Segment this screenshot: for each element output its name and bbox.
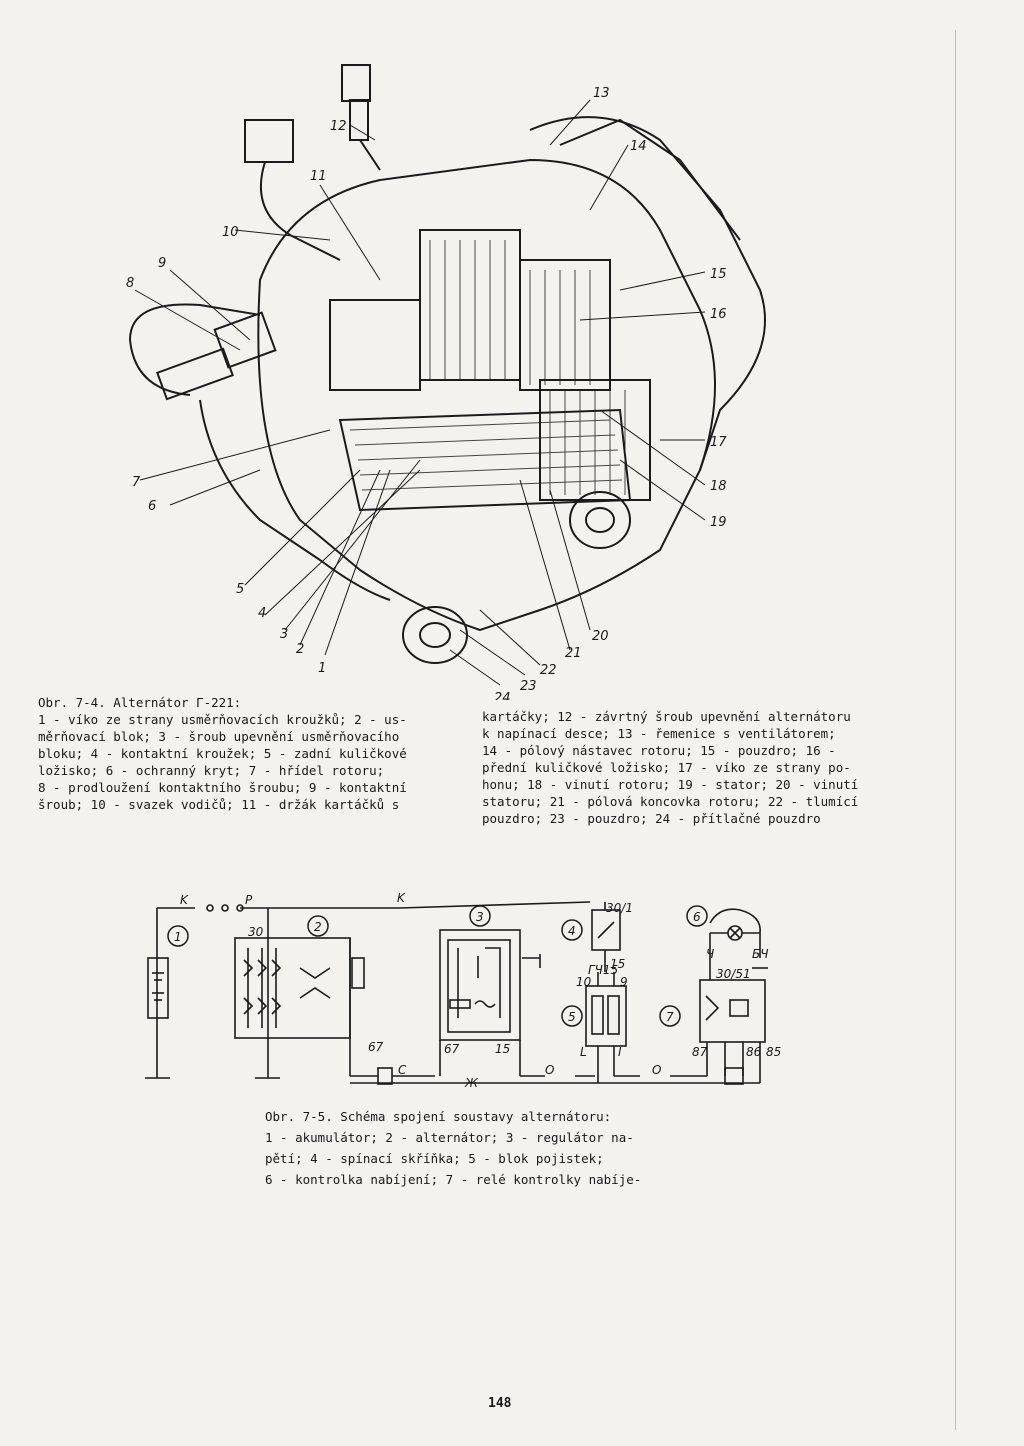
wire-label-c: C xyxy=(398,1063,407,1077)
circle-label-5: 5 xyxy=(568,1010,576,1024)
caption-line: 8 - prodloužení kontaktního šroubu; 9 - … xyxy=(38,780,407,795)
wiring-diagram: 1 2 3 4 5 7 6 K P K C Ж O O Ч БЧ 30 30/1… xyxy=(145,891,781,1088)
terminal-85: 85 xyxy=(766,1045,781,1059)
caption-line: 1 - víko ze strany usměrňovacích kroužků… xyxy=(38,712,407,727)
circle-label-4: 4 xyxy=(568,924,576,938)
caption-line: 6 - kontrolka nabíjení; 7 - relé kontrol… xyxy=(265,1172,642,1187)
label-12: 12 xyxy=(330,119,347,134)
circle-label-7: 7 xyxy=(666,1010,674,1024)
alternator-cutaway-figure: 1 2 3 4 5 6 7 8 9 10 11 12 13 14 15 16 1… xyxy=(60,50,780,700)
circle-label-2: 2 xyxy=(314,920,322,934)
label-7: 7 xyxy=(132,475,141,490)
label-10: 10 xyxy=(222,225,239,240)
caption-line: měrňovací blok; 3 - šroub upevnění usměr… xyxy=(38,729,400,744)
caption-line: přední kuličkové ložisko; 17 - víko ze s… xyxy=(482,760,851,775)
caption-line: 1 - akumulátor; 2 - alternátor; 3 - regu… xyxy=(265,1130,634,1145)
caption-line: honu; 18 - vinutí rotoru; 19 - stator; 2… xyxy=(482,777,859,792)
terminal-15b: 15 xyxy=(495,1042,510,1056)
caption-line: bloku; 4 - kontaktní kroužek; 5 - zadní … xyxy=(38,746,407,761)
caption-line: Obr. 7-5. Schéma spojení soustavy altern… xyxy=(265,1109,612,1124)
terminal-10: 10 xyxy=(576,975,592,989)
terminal-i: I xyxy=(618,1045,622,1059)
circle-label-6: 6 xyxy=(693,910,701,924)
figure2-caption: Obr. 7-5. Schéma spojení soustavy altern… xyxy=(265,1106,641,1190)
alternator-drawing: 1 2 3 4 5 6 7 8 9 10 11 12 13 14 15 16 1… xyxy=(126,64,766,700)
wire-label-o2: O xyxy=(652,1063,661,1077)
terminal-67a: 67 xyxy=(368,1040,384,1054)
label-6: 6 xyxy=(148,499,156,514)
figure1-caption-right: kartáčky; 12 - závrtný šroub upevnění al… xyxy=(482,708,858,827)
label-20: 20 xyxy=(592,629,609,644)
caption-line: pouzdro; 23 - pouzdro; 24 - přítlačné po… xyxy=(482,811,821,826)
wire-label-k-left: K xyxy=(180,893,189,907)
label-1: 1 xyxy=(318,661,326,676)
label-9: 9 xyxy=(158,256,166,271)
terminal-86: 86 xyxy=(746,1045,762,1059)
wire-label-o1: O xyxy=(545,1063,554,1077)
label-24: 24 xyxy=(494,691,511,700)
terminal-gch15: ГЧ15 xyxy=(588,963,618,977)
label-16: 16 xyxy=(710,307,727,322)
caption-line: šroub; 10 - svazek vodičů; 11 - držák ka… xyxy=(38,797,400,812)
label-8: 8 xyxy=(126,276,134,291)
caption-line: statoru; 21 - pólová koncovka rotoru; 22… xyxy=(482,794,859,809)
label-18: 18 xyxy=(710,479,727,494)
wiring-schematic-figure: 1 2 3 4 5 7 6 K P K C Ж O O Ч БЧ 30 30/1… xyxy=(140,888,800,1088)
label-21: 21 xyxy=(565,646,582,661)
terminal-30-1: 30/1 xyxy=(606,901,633,915)
label-14: 14 xyxy=(630,139,647,154)
label-15: 15 xyxy=(710,267,727,282)
label-3: 3 xyxy=(280,627,288,642)
circle-label-1: 1 xyxy=(174,930,182,944)
terminal-87: 87 xyxy=(692,1045,708,1059)
caption-line: ložisko; 6 - ochranný kryt; 7 - hřídel r… xyxy=(38,763,385,778)
label-2: 2 xyxy=(296,642,304,657)
terminal-15: 15 xyxy=(610,957,625,971)
label-19: 19 xyxy=(710,515,727,530)
label-17: 17 xyxy=(710,435,727,450)
label-11: 11 xyxy=(310,169,327,184)
figure1-caption-left: Obr. 7-4. Alternátor Г-221: 1 - víko ze … xyxy=(38,694,407,813)
label-22: 22 xyxy=(540,663,557,678)
caption-line: Obr. 7-4. Alternátor Г-221: xyxy=(38,695,242,710)
scan-edge-line xyxy=(955,30,956,1430)
terminal-9: 9 xyxy=(620,975,628,989)
terminal-l: L xyxy=(580,1045,587,1059)
terminal-30: 30 xyxy=(248,925,264,939)
wire-label-k-mid: K xyxy=(397,891,406,905)
wire-label-zh: Ж xyxy=(464,1076,479,1088)
label-4: 4 xyxy=(258,606,266,621)
page-number: 148 xyxy=(488,1396,512,1411)
caption-line: 14 - pólový nástavec rotoru; 15 - pouzdr… xyxy=(482,743,836,758)
caption-line: k napínací desce; 13 - řemenice s ventil… xyxy=(482,726,836,741)
caption-line: kartáčky; 12 - závrtný šroub upevnění al… xyxy=(482,709,851,724)
label-5: 5 xyxy=(236,582,244,597)
wire-label-ch: Ч xyxy=(706,947,714,961)
terminal-67b: 67 xyxy=(444,1042,460,1056)
circle-label-3: 3 xyxy=(476,910,484,924)
label-13: 13 xyxy=(593,86,610,101)
wire-label-bch: БЧ xyxy=(752,947,768,961)
terminal-30-51: 30/51 xyxy=(716,967,751,981)
caption-line: pětí; 4 - spínací skříňka; 5 - blok poji… xyxy=(265,1151,604,1166)
label-23: 23 xyxy=(520,679,537,694)
wire-label-p: P xyxy=(245,893,253,907)
